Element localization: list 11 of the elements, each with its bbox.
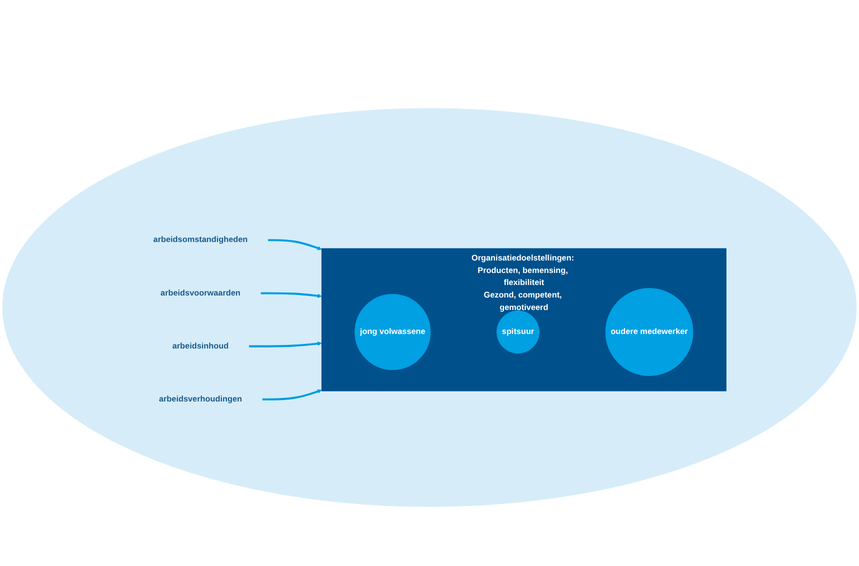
arrow [262,389,322,400]
node-circle: spitsuur [496,310,540,354]
arrow [268,239,322,250]
arrow [249,341,322,348]
node-text: arbeidsvoorwaarden [160,288,240,298]
arrow [260,292,322,298]
node-text: arbeidsomstandigheden [153,236,248,244]
node-circle: jong volwassene [354,294,431,370]
node-text: arbeidsinhoud [172,342,229,350]
node-circle: oudere medewerker [605,288,694,376]
node-text: arbeidsverhoudingen [158,394,242,404]
